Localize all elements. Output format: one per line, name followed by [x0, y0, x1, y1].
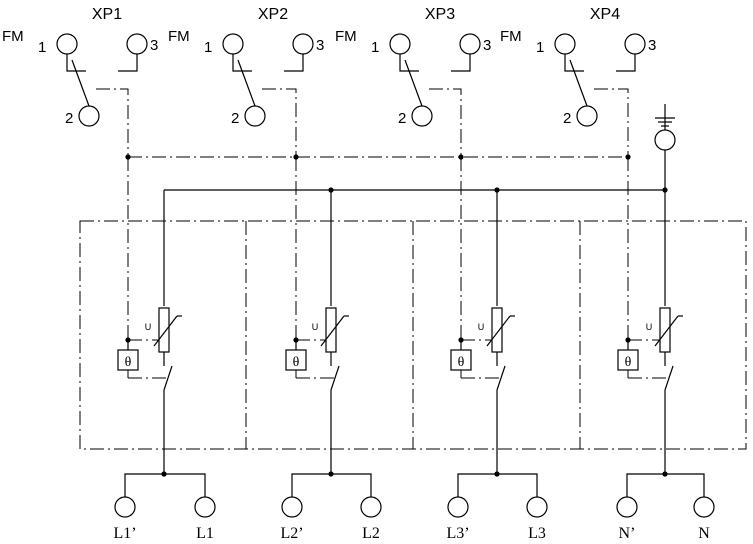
pin-2-label: 2: [563, 110, 571, 127]
pin-2-label: 2: [231, 110, 239, 127]
terminal-right: [360, 496, 382, 518]
terminal-right-label: L3: [528, 525, 546, 542]
terminal-left-label: L1’: [113, 525, 136, 542]
fm-label: FM: [335, 28, 357, 45]
contact-wire-3: [284, 54, 304, 72]
varistor-symbol-label: U: [646, 322, 653, 332]
varistor-slash: [654, 315, 679, 347]
terminal-right-label: N: [698, 525, 710, 542]
contact-terminal-3: [292, 33, 314, 55]
contact-switch-blade: [404, 59, 423, 107]
contact-switch-blade: [569, 59, 588, 107]
terminal-left-label: N’: [619, 525, 636, 542]
thermal-switch-blade: [163, 365, 173, 391]
fm-label: FM: [500, 28, 522, 45]
contact-terminal-3: [459, 33, 481, 55]
fm-label: FM: [2, 28, 24, 45]
pin-1-label: 1: [371, 39, 379, 56]
terminal-left-label: L2’: [280, 525, 303, 542]
signal-link-dashdot: [429, 88, 462, 157]
pin-2-label: 2: [65, 110, 73, 127]
varistor-symbol-label: U: [312, 322, 319, 332]
contact-terminal-2: [244, 105, 266, 127]
varistor-slash: [486, 315, 511, 347]
thermal-theta-icon: θ: [458, 355, 465, 370]
varistor-body: [325, 307, 337, 353]
varistor-body: [659, 307, 671, 353]
thermal-theta-icon: θ: [625, 355, 632, 370]
thermal-theta-icon: θ: [293, 355, 300, 370]
contact-terminal-1: [389, 33, 411, 55]
pin-1-label: 1: [38, 39, 46, 56]
pin-1-label: 1: [204, 39, 212, 56]
signal-link-dashdot: [262, 88, 297, 157]
pin-3-label: 3: [483, 37, 491, 54]
terminal-left-label: L3’: [446, 525, 469, 542]
contact-wire-1: [399, 54, 419, 72]
terminal-branch-wire: [457, 473, 538, 497]
terminal-right: [526, 496, 548, 518]
terminal-right-label: L2: [362, 525, 380, 542]
pin-3-label: 3: [648, 37, 656, 54]
varistor-slash: [320, 315, 345, 347]
signal-link-dashdot: [96, 88, 129, 157]
varistor-slash: [153, 315, 178, 347]
contact-terminal-1: [56, 33, 78, 55]
contact-switch-blade: [237, 59, 256, 107]
contact-terminal-2: [411, 105, 433, 127]
signal-group-label-xp3: XP3: [425, 6, 455, 23]
terminal-branch-wire: [626, 473, 705, 497]
contact-terminal-1: [222, 33, 244, 55]
signal-link-dashdot: [594, 88, 629, 157]
terminal-left: [447, 496, 469, 518]
contact-wire-3: [118, 54, 138, 72]
contact-wire-3: [451, 54, 471, 72]
contact-terminal-1: [554, 33, 576, 55]
contact-wire-1: [564, 54, 584, 72]
signal-group-label-xp1: XP1: [92, 6, 122, 23]
terminal-left: [616, 496, 638, 518]
pin-3-label: 3: [150, 37, 158, 54]
thermal-theta-icon: θ: [125, 355, 132, 370]
pin-2-label: 2: [398, 110, 406, 127]
fm-label: FM: [168, 28, 190, 45]
varistor-symbol-label: U: [145, 322, 152, 332]
thermal-switch-blade: [330, 365, 340, 391]
contact-wire-1: [232, 54, 252, 72]
pin-1-label: 1: [536, 39, 544, 56]
contact-terminal-3: [624, 33, 646, 55]
terminal-branch-wire: [124, 473, 206, 497]
contact-terminal-3: [126, 33, 148, 55]
terminal-left: [114, 496, 136, 518]
varistor-symbol-label: U: [478, 322, 485, 332]
contact-switch-blade: [71, 59, 90, 107]
thermal-switch-blade: [496, 365, 506, 391]
terminal-branch-wire: [291, 473, 372, 497]
contact-wire-3: [616, 54, 636, 72]
signal-group-label-xp4: XP4: [590, 6, 620, 23]
contact-terminal-2: [576, 105, 598, 127]
varistor-body: [491, 307, 503, 353]
contact-wire-1: [66, 54, 86, 72]
terminal-right: [693, 496, 715, 518]
signal-group-label-xp2: XP2: [258, 6, 288, 23]
terminal-right-label: L1: [196, 525, 214, 542]
varistor-body: [158, 307, 170, 353]
earth-ground-icon: [654, 129, 676, 151]
terminal-left: [281, 496, 303, 518]
terminal-right: [194, 496, 216, 518]
thermal-switch-blade: [664, 365, 674, 391]
contact-terminal-2: [78, 105, 100, 127]
pin-3-label: 3: [316, 37, 324, 54]
